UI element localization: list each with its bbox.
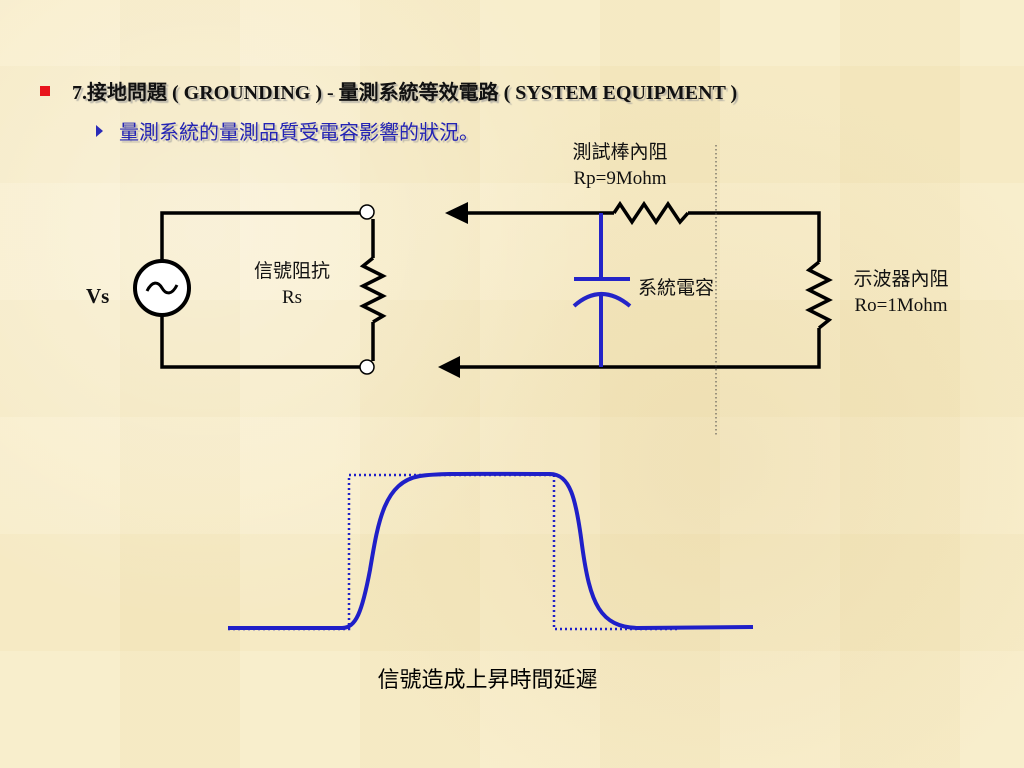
waveform-caption: 信號造成上昇時間延遲 xyxy=(377,668,598,693)
source-impedance-name: 信號阻抗 xyxy=(253,261,330,282)
scope-resistance-value: Ro=1Mohm xyxy=(854,295,948,316)
top-wire-right xyxy=(688,211,821,262)
top-arrow-head xyxy=(445,202,468,224)
arrow-bullet-icon xyxy=(96,124,103,137)
ro-resistor xyxy=(805,260,833,330)
title-row: 7.接地問題 ( GROUNDING ) - 量測系統等效電路 ( SYSTEM… xyxy=(40,76,737,105)
scope-resistance-label: 示波器內阻 Ro=1Mohm xyxy=(840,267,962,319)
bottom-arrow-head xyxy=(438,356,460,378)
slide-subtitle: 量測系統的量測品質受電容影響的狀況。 xyxy=(119,122,479,144)
probe-resistance-label: 測試棒內阻 Rp=9Mohm xyxy=(560,140,680,192)
sine-icon xyxy=(145,281,179,295)
measure-loop xyxy=(458,200,833,369)
terminal-top xyxy=(359,204,375,220)
source-loop xyxy=(160,211,387,369)
source-bottom-wire xyxy=(160,314,367,369)
source-impedance-label: 信號阻抗 Rs xyxy=(246,259,338,311)
system-capacitor xyxy=(572,213,632,367)
rp-resistor xyxy=(612,200,690,226)
scope-resistance-name: 示波器內阻 xyxy=(853,269,949,290)
subtitle-row: 量測系統的量測品質受電容影響的狀況。 xyxy=(96,116,479,145)
system-capacitance-label: 系統電容 xyxy=(638,278,715,299)
bullet-square-icon xyxy=(40,85,50,96)
ideal-square-pulse xyxy=(228,473,680,631)
probe-resistance-value: Rp=9Mohm xyxy=(573,168,667,189)
bottom-wire xyxy=(458,328,821,369)
rs-resistor xyxy=(359,256,387,324)
source-label: Vs xyxy=(86,284,110,308)
delayed-pulse xyxy=(228,471,754,631)
source-impedance-value: Rs xyxy=(281,287,303,308)
probe-resistance-name: 測試棒內阻 xyxy=(572,142,668,163)
terminal-bottom xyxy=(359,359,375,375)
source-top-wire xyxy=(160,211,367,262)
slide-title: 7.接地問題 ( GROUNDING ) - 量測系統等效電路 ( SYSTEM… xyxy=(72,82,738,104)
